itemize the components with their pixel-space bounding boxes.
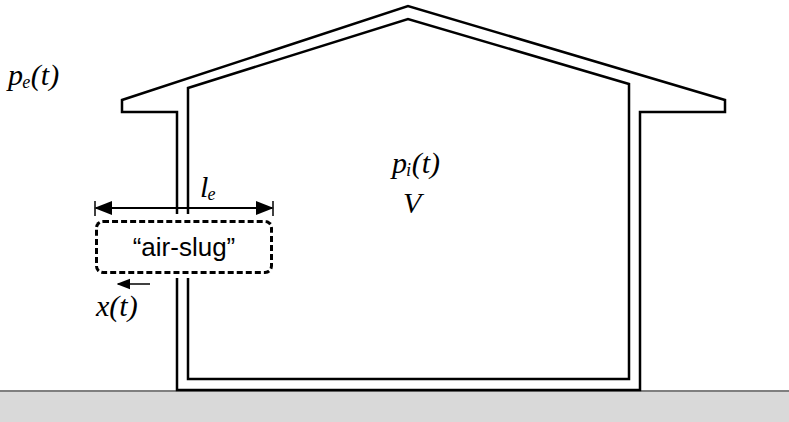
- house-outer-wall: [122, 6, 725, 390]
- length-arrow: [96, 207, 272, 209]
- variable-label: pₑ(t): [8, 60, 59, 90]
- variable-label: pᵢ(t): [392, 148, 440, 178]
- dimension-tick: [94, 201, 96, 216]
- variable-label: x(t): [96, 291, 138, 321]
- house-inner-wall: [188, 19, 629, 379]
- dimension-tick: [272, 201, 274, 216]
- air-slug-box: “air-slug”: [95, 220, 273, 274]
- node-label: “air-slug”: [133, 232, 236, 263]
- variable-label: lₑ: [200, 172, 216, 202]
- ground: [0, 392, 789, 422]
- variable-label: V: [403, 188, 421, 218]
- displacement-arrow: [118, 283, 150, 285]
